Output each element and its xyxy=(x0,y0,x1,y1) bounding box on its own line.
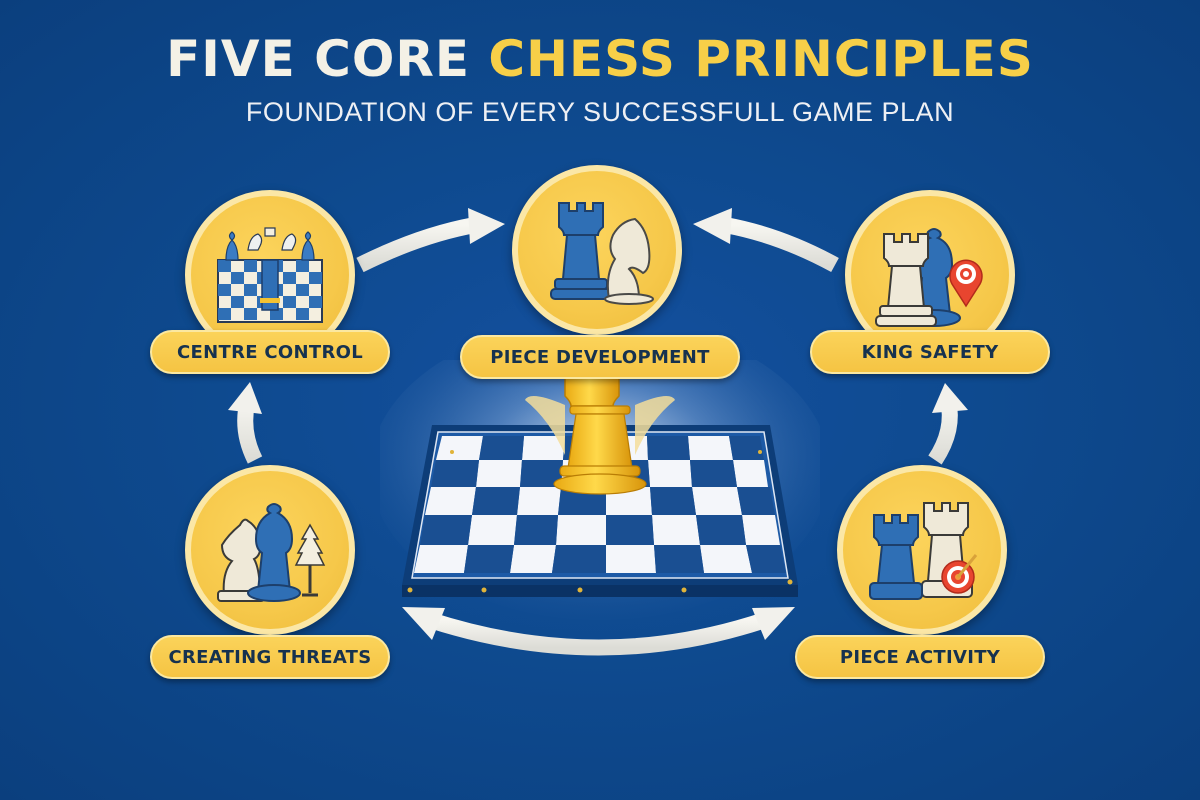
principle-piece-activity: PIECE ACTIVITY xyxy=(795,465,1045,685)
principle-centre-control: CENTRE CONTROL xyxy=(150,190,390,380)
principle-label: PIECE ACTIVITY xyxy=(795,635,1045,679)
principle-piece-development: PIECE DEVELOPMENT xyxy=(460,165,740,380)
principle-label: CENTRE CONTROL xyxy=(150,330,390,374)
rook-and-bishop-with-target-pin-icon xyxy=(875,228,983,327)
principle-creating-threats: CREATING THREATS xyxy=(150,465,390,685)
principle-label: CREATING THREATS xyxy=(150,635,390,679)
principle-icon-circle xyxy=(512,165,682,335)
golden-rook-on-chessboard-icon xyxy=(380,360,820,620)
title-part-white: FIVE CORE xyxy=(166,30,489,88)
two-rooks-with-target-icon xyxy=(869,502,978,600)
title-part-yellow: CHESS PRINCIPLES xyxy=(488,30,1034,88)
page-title: FIVE CORE CHESS PRINCIPLES xyxy=(0,30,1200,88)
board-squares xyxy=(414,436,786,573)
page-subtitle: FOUNDATION OF EVERY SUCCESSFULL GAME PLA… xyxy=(245,97,955,127)
knight-bishop-pawn-icon xyxy=(217,503,326,602)
rook-and-knight-icon xyxy=(550,202,654,305)
principle-king-safety: KING SAFETY xyxy=(810,190,1050,380)
principle-icon-circle xyxy=(837,465,1007,635)
arrow-threats-to-centre-icon xyxy=(228,382,263,464)
principle-icon-circle xyxy=(185,465,355,635)
principle-label: KING SAFETY xyxy=(810,330,1050,374)
arrow-activity-to-kingsafety-icon xyxy=(928,383,968,465)
center-board xyxy=(380,360,820,620)
principle-label: PIECE DEVELOPMENT xyxy=(460,335,740,379)
chessboard-with-pieces-icon xyxy=(217,227,323,323)
